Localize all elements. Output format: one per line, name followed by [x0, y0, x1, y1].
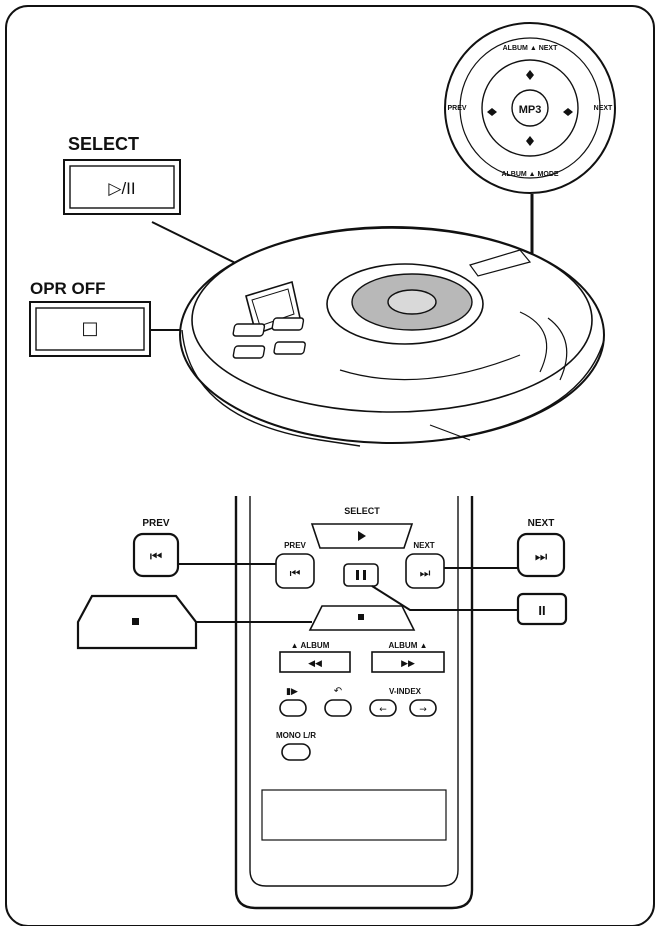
next-icon: ⏭: [420, 566, 431, 580]
pause-symbol: II: [538, 603, 545, 618]
prev-callout-icon: ⏮: [150, 549, 163, 565]
loop-icon-small: ↶: [334, 686, 342, 697]
next-callout-icon: ⏭: [535, 549, 548, 565]
remote-select-label: SELECT: [344, 506, 380, 516]
stop-button-callout: [76, 594, 198, 650]
remote-mono-label: MONO L/R: [276, 731, 316, 740]
remote-pause-button: [343, 563, 379, 587]
prev-button-callout: ⏮: [132, 532, 180, 578]
svg-text:◀◀: ◀◀: [308, 659, 322, 669]
opr-off-button-callout: □: [29, 301, 151, 357]
play-icon: [358, 531, 366, 541]
remote-small-button-3: [369, 699, 397, 717]
opr-off-label: OPR OFF: [30, 279, 106, 298]
player-button-1: [232, 323, 266, 337]
prev-label: PREV: [142, 518, 170, 529]
next-button-callout: ⏭: [516, 532, 566, 578]
repeat-icon-small: ▮▶: [286, 687, 298, 697]
select-symbol: ▷/II: [108, 179, 135, 198]
remote-album-up-label: ALBUM ▲: [388, 641, 427, 650]
pause-callout-line: [371, 585, 518, 611]
svg-text:←: ←: [379, 705, 387, 715]
remote-prev-label: PREV: [284, 541, 306, 550]
dial-top-label: ALBUM ▲ NEXT: [503, 45, 558, 52]
remote-next-button: [405, 553, 445, 589]
remote-album-down-label: ▲ ALBUM: [291, 641, 330, 650]
remote-small-button-1: [279, 699, 307, 717]
remote-album-down-button: [279, 651, 351, 673]
remote-next-label: NEXT: [413, 541, 434, 550]
remote-album-up-button: [371, 651, 445, 673]
player-button-3: [232, 345, 266, 359]
remote-mono-button: [281, 743, 311, 761]
dial-bottom-label: ALBUM ▲ MODE: [501, 171, 558, 178]
remote-control: SELECT PREV ⏮ NEXT ⏭ ▲ ALBUM ◀◀ ALBUM ▲ …: [234, 496, 474, 910]
dial-left-label: PREV: [447, 105, 466, 112]
remote-small-button-2: [324, 699, 352, 717]
svg-text:▶▶: ▶▶: [401, 659, 415, 669]
remote-vindex-label: V-INDEX: [389, 687, 422, 696]
cd-player: [179, 226, 605, 447]
dial-right-label: NEXT: [594, 105, 613, 112]
next-label: NEXT: [528, 518, 555, 529]
pause-button-callout: II: [516, 592, 568, 626]
outer-frame: [5, 5, 655, 926]
player-button-2: [271, 317, 305, 331]
select-label: SELECT: [68, 134, 139, 154]
remote-small-button-4: [409, 699, 437, 717]
prev-icon: ⏮: [290, 566, 301, 580]
select-button-callout: ▷/II: [63, 159, 181, 215]
remote-prev-button: [275, 553, 315, 589]
player-button-4: [273, 341, 306, 355]
opr-off-symbol: □: [81, 318, 98, 339]
dial-center-label: MP3: [519, 104, 542, 116]
jog-dial-zoom: MP3 ALBUM ▲ NEXT ALBUM ▲ MODE PREV NEXT: [444, 22, 616, 194]
svg-text:→: →: [419, 705, 427, 715]
